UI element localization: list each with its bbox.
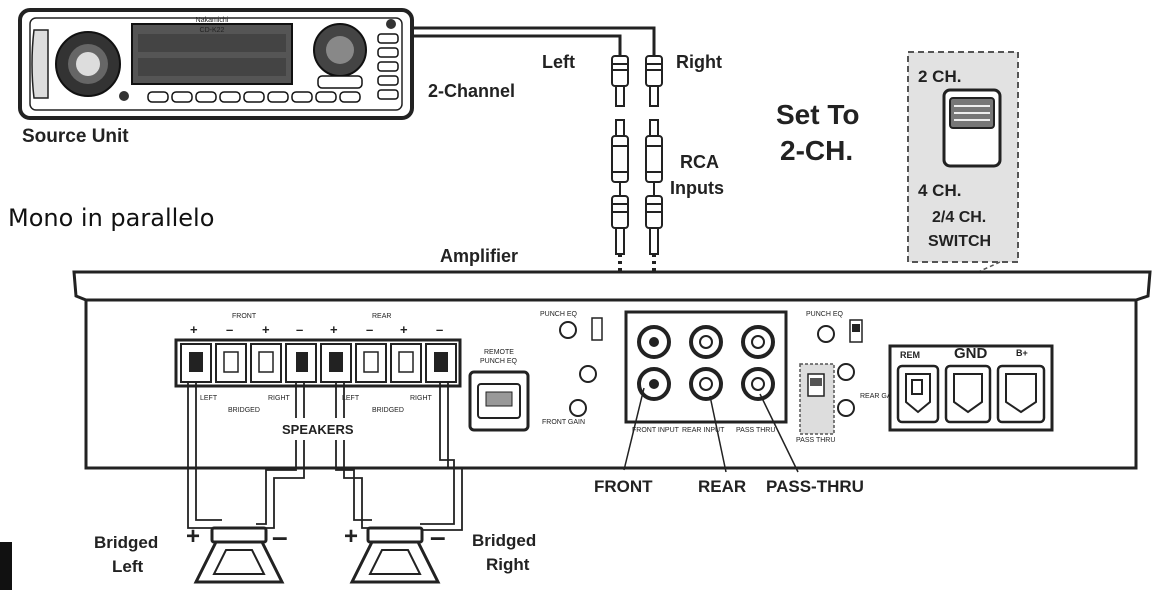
rear-label: REAR	[698, 477, 746, 496]
right-plus: +	[344, 523, 358, 550]
front-input-small: FRONT INPUT	[632, 427, 680, 434]
term-left-2: LEFT	[342, 395, 360, 402]
right-label: Right	[676, 52, 722, 72]
set-to-line2: 2-CH.	[780, 135, 853, 166]
svg-text:–: –	[366, 322, 373, 337]
model-text: CD-K22	[200, 27, 225, 34]
mono-note: Mono in parallelo	[8, 204, 214, 232]
rear-input-small: REAR INPUT	[682, 427, 725, 434]
bridged-small-2: BRIDGED	[372, 407, 404, 414]
term-right-1: RIGHT	[268, 395, 291, 402]
rca-cables	[412, 26, 656, 58]
two-channel-label: 2-Channel	[428, 81, 515, 101]
bridged-right-line1: Bridged	[472, 531, 536, 550]
speaker-right	[349, 526, 441, 584]
pass-thru-tiny: PASS THRU	[796, 437, 835, 444]
front-gain-label: FRONT GAIN	[542, 419, 585, 426]
bridged-right-line2: Right	[486, 555, 530, 574]
inputs-label: Inputs	[670, 178, 724, 198]
rem-label: REM	[900, 350, 920, 360]
switch-4ch-label: 4 CH.	[918, 181, 961, 200]
switch-name-line2: SWITCH	[928, 233, 991, 250]
bridged-left-line2: Left	[112, 557, 144, 576]
set-to-line1: Set To	[776, 99, 859, 130]
svg-text:+: +	[190, 322, 198, 337]
svg-text:+: +	[262, 322, 270, 337]
svg-text:–: –	[296, 322, 303, 337]
right-minus: –	[430, 521, 446, 552]
switch-name-line1: 2/4 CH.	[932, 209, 986, 226]
rear-gain-label: REAR GAIN	[860, 393, 899, 400]
source-unit: Nakamichi CD-K22	[18, 8, 414, 120]
pass-thru-small: PASS THRU	[736, 427, 775, 434]
brand-text: Nakamichi	[196, 17, 229, 24]
switch-2ch-label: 2 CH.	[918, 67, 961, 86]
switch-callout: 2 CH. 4 CH. 2/4 CH. SWITCH	[907, 51, 1019, 263]
corner-mark	[0, 542, 12, 590]
left-plus: +	[186, 523, 200, 550]
amplifier: + – + – + – + – FRONT REAR LEFT RIGHT LEFT R…	[72, 270, 1152, 470]
svg-text:–: –	[226, 322, 233, 337]
rca-label: RCA	[680, 152, 719, 172]
speakers-label-bg	[278, 418, 364, 440]
svg-text:+: +	[330, 322, 338, 337]
svg-text:+: +	[400, 322, 408, 337]
source-unit-label: Source Unit	[22, 126, 129, 147]
svg-text:–: –	[436, 322, 443, 337]
term-left-1: LEFT	[200, 395, 218, 402]
remote-label-2: PUNCH EQ	[480, 358, 518, 365]
input-pointers	[623, 387, 799, 473]
bridged-small-1: BRIDGED	[228, 407, 260, 414]
terminal-rear-label: REAR	[372, 313, 391, 320]
front-label: FRONT	[594, 477, 653, 496]
rca-plugs	[611, 55, 663, 255]
speaker-left	[193, 526, 285, 584]
term-right-2: RIGHT	[410, 395, 433, 402]
remote-label-1: REMOTE	[484, 349, 514, 356]
amplifier-label: Amplifier	[440, 246, 518, 266]
left-label: Left	[542, 52, 575, 72]
speakers-label: SPEAKERS	[282, 422, 354, 437]
punch-eq-2: PUNCH EQ	[806, 311, 844, 318]
terminal-front-label: FRONT	[232, 313, 257, 320]
bridged-left-line1: Bridged	[94, 533, 158, 552]
bplus-label: B+	[1016, 348, 1028, 358]
gnd-label: GND	[954, 345, 988, 362]
punch-eq-1: PUNCH EQ	[540, 311, 578, 318]
left-minus: –	[272, 521, 288, 552]
pass-thru-label: PASS-THRU	[766, 477, 864, 496]
speaker-wires	[187, 382, 463, 531]
